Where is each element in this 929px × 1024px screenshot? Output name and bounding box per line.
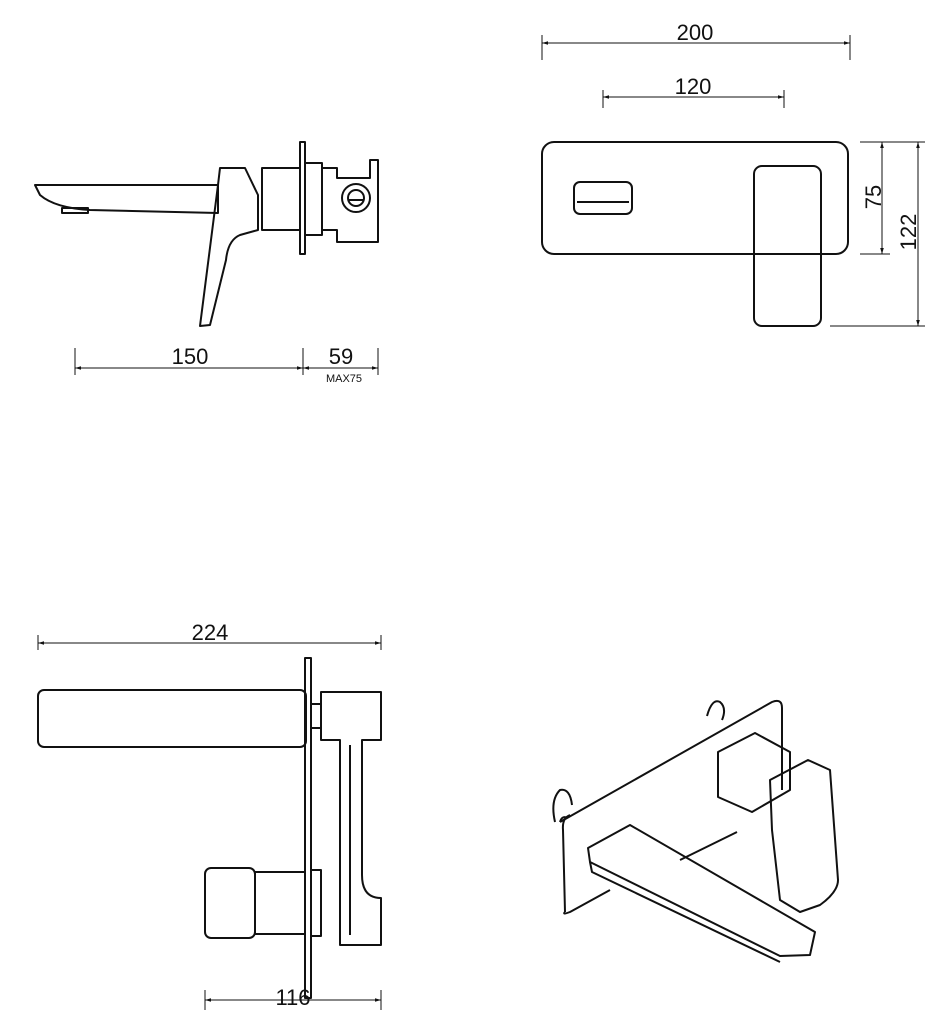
iso-spout [587,824,816,957]
lever-handle [199,167,259,327]
iso-plate [559,699,783,915]
dim-plate-width-label: 200 [677,20,714,45]
dim-wall-label: 59 [329,344,353,369]
dim-wall-max-label: MAX75 [326,373,362,385]
dim-body-depth-label: 116 [275,985,310,1010]
iso-cartridge [717,732,791,813]
sleeve [304,162,323,236]
handle [753,165,822,327]
dim-centers-label: 120 [675,74,712,99]
iso-lugs [552,700,726,823]
iso-handle [769,759,839,913]
inlet-outer [341,183,371,213]
wall-plate-top [304,657,312,999]
cartridge-top [254,871,306,935]
inlet-inner [347,189,365,207]
dim-total-length-label: 224 [192,620,229,645]
spout-top [37,689,307,748]
handle-top [204,867,256,939]
isometric-view [552,699,839,963]
dim-total-height-label: 122 [896,214,921,251]
spout-outlet [573,181,633,215]
valve-body-top [320,691,382,946]
spout [34,184,219,214]
cover-plate [541,141,849,255]
top-view: 224 116 [37,620,382,1010]
valve-body [322,159,379,243]
dim-spout-label: 150 [172,344,209,369]
cartridge-body [261,167,301,231]
dim-plate-height-label: 75 [861,185,886,209]
front-view: 200 120 75 122 [541,20,925,327]
side-view: 150 59 MAX75 [34,141,379,385]
aerator [61,207,89,214]
